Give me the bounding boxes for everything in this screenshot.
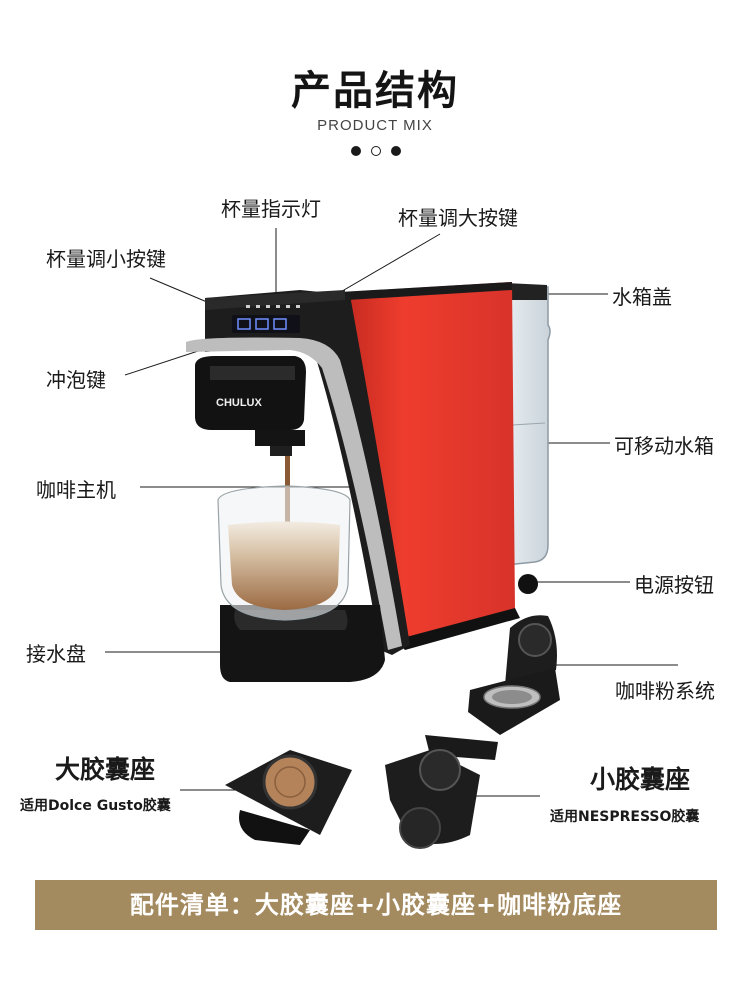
water-tank xyxy=(504,283,551,566)
small-capsule-holder xyxy=(385,735,498,849)
label-power-button: 电源按钮 xyxy=(634,573,714,597)
coffee-glass xyxy=(217,485,351,621)
label-tank-lid: 水箱盖 xyxy=(612,285,672,309)
page-subtitle: PRODUCT MIX xyxy=(317,117,433,134)
page-title: 产品结构 xyxy=(291,68,459,114)
label-cup-indicator: 杯量指示灯 xyxy=(221,197,321,221)
note-small-holder: 适用NESPRESSO胶囊 xyxy=(550,809,700,825)
label-cup-increase: 杯量调大按键 xyxy=(398,206,518,230)
label-small-holder: 小胶囊座 xyxy=(590,765,691,794)
label-main-unit: 咖啡主机 xyxy=(36,478,116,502)
ground-coffee-system xyxy=(468,615,560,735)
note-large-holder: 适用Dolce Gusto胶囊 xyxy=(20,798,171,814)
decorative-dots xyxy=(351,146,401,158)
dot-outline xyxy=(371,146,381,156)
dot-filled xyxy=(391,146,401,156)
accessory-list-banner: 配件清单：大胶囊座+小胶囊座+咖啡粉底座 xyxy=(35,880,717,930)
label-large-holder: 大胶囊座 xyxy=(55,755,156,784)
label-cup-decrease: 杯量调小按键 xyxy=(46,247,166,271)
machine-brand: CHULUX xyxy=(216,397,262,409)
label-ground-system: 咖啡粉系统 xyxy=(615,679,715,703)
label-drip-tray: 接水盘 xyxy=(26,642,86,666)
label-brew-key: 冲泡键 xyxy=(46,368,106,392)
large-capsule-holder xyxy=(225,750,352,845)
dot-filled xyxy=(351,146,361,156)
label-removable-tank: 可移动水箱 xyxy=(614,434,714,458)
